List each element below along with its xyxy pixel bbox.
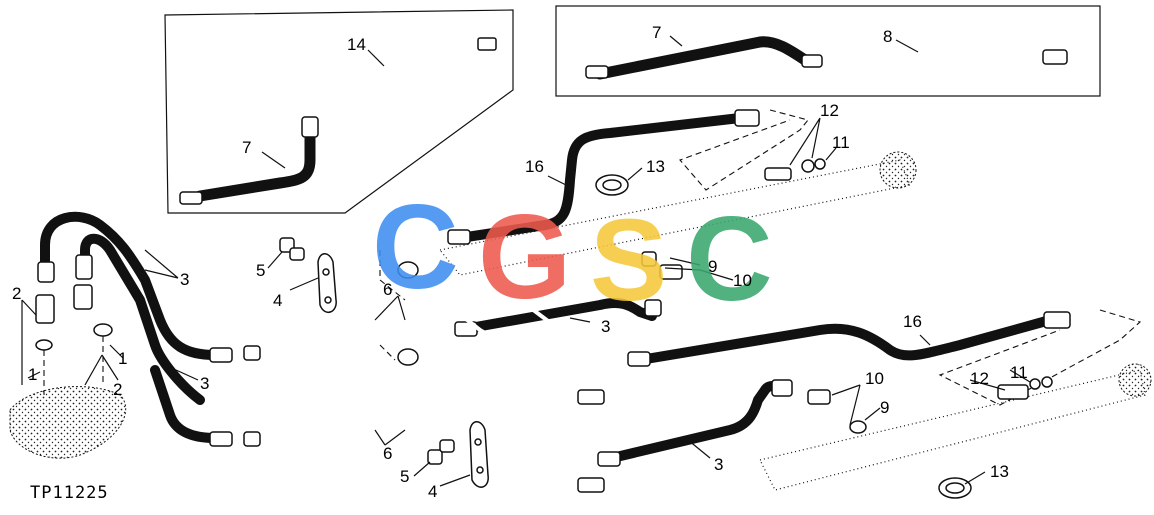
hose-3-lower-left — [150, 365, 220, 443]
callout-c9b: 9 — [880, 398, 889, 417]
clamp-13-lower — [938, 477, 972, 499]
figure-id: TP11225 — [30, 483, 109, 503]
tube-6-lower — [249, 411, 381, 439]
bracket-upper — [279, 237, 337, 314]
callout-c4a: 4 — [273, 291, 282, 310]
left-hose-group — [9, 211, 522, 459]
callout-c10b: 10 — [865, 369, 884, 388]
upper-cylinder — [438, 109, 917, 276]
bracket-lower — [427, 421, 489, 488]
callout-c3a: 3 — [180, 270, 189, 289]
callout-c3b: 3 — [200, 374, 209, 393]
hose-7-top — [594, 36, 811, 80]
watermark-letter-4: C — [686, 192, 773, 326]
callout-labels: 14 7 7 8 16 16 13 13 12 12 11 11 9 9 10 … — [12, 23, 1028, 501]
callout-c2b: 2 — [113, 380, 122, 399]
hose-3-middle — [465, 298, 657, 333]
watermark-letter-3: S — [590, 195, 667, 325]
callout-c1b: 1 — [118, 349, 127, 368]
clamp-13-upper — [595, 174, 629, 196]
callout-c12b: 12 — [970, 369, 989, 388]
callout-c11a: 11 — [832, 133, 850, 152]
middle-hose-group — [379, 250, 683, 493]
leader-lines — [21, 35, 1031, 487]
callout-c8: 8 — [883, 27, 892, 46]
hose-3-upper-left — [40, 211, 220, 360]
watermark-letter-1: C — [372, 180, 459, 314]
callout-c4b: 4 — [428, 482, 437, 501]
callout-c16a: 16 — [525, 157, 544, 176]
callout-c6b: 6 — [383, 444, 392, 463]
callout-c10a: 10 — [733, 271, 752, 290]
callout-c3c: 3 — [601, 317, 610, 336]
inset-panel-left — [164, 9, 514, 214]
callout-c1a: 1 — [28, 365, 37, 384]
callout-c6a: 6 — [383, 280, 392, 299]
hose-16-lower — [635, 315, 1055, 365]
callout-c3d: 3 — [714, 455, 723, 474]
callout-c5a: 5 — [256, 261, 265, 280]
hose-7-inset — [194, 124, 316, 202]
callout-c13b: 13 — [990, 462, 1009, 481]
callout-c14: 14 — [347, 35, 366, 54]
watermark: C G S C — [372, 180, 773, 326]
callout-c5b: 5 — [400, 467, 409, 486]
callout-c11b: 11 — [1010, 363, 1028, 382]
watermark-letter-2: G — [478, 190, 571, 324]
hose-16-upper — [455, 113, 745, 243]
callout-c16b: 16 — [903, 312, 922, 331]
callout-c9a: 9 — [708, 257, 717, 276]
callout-c7a: 7 — [242, 138, 251, 157]
callout-c2a: 2 — [12, 284, 21, 303]
callout-c12a: 12 — [820, 101, 839, 120]
callout-c13a: 13 — [646, 157, 665, 176]
inset-panel-right — [555, 5, 1101, 97]
callout-c7b: 7 — [652, 23, 661, 42]
lower-cylinder — [597, 309, 1152, 499]
